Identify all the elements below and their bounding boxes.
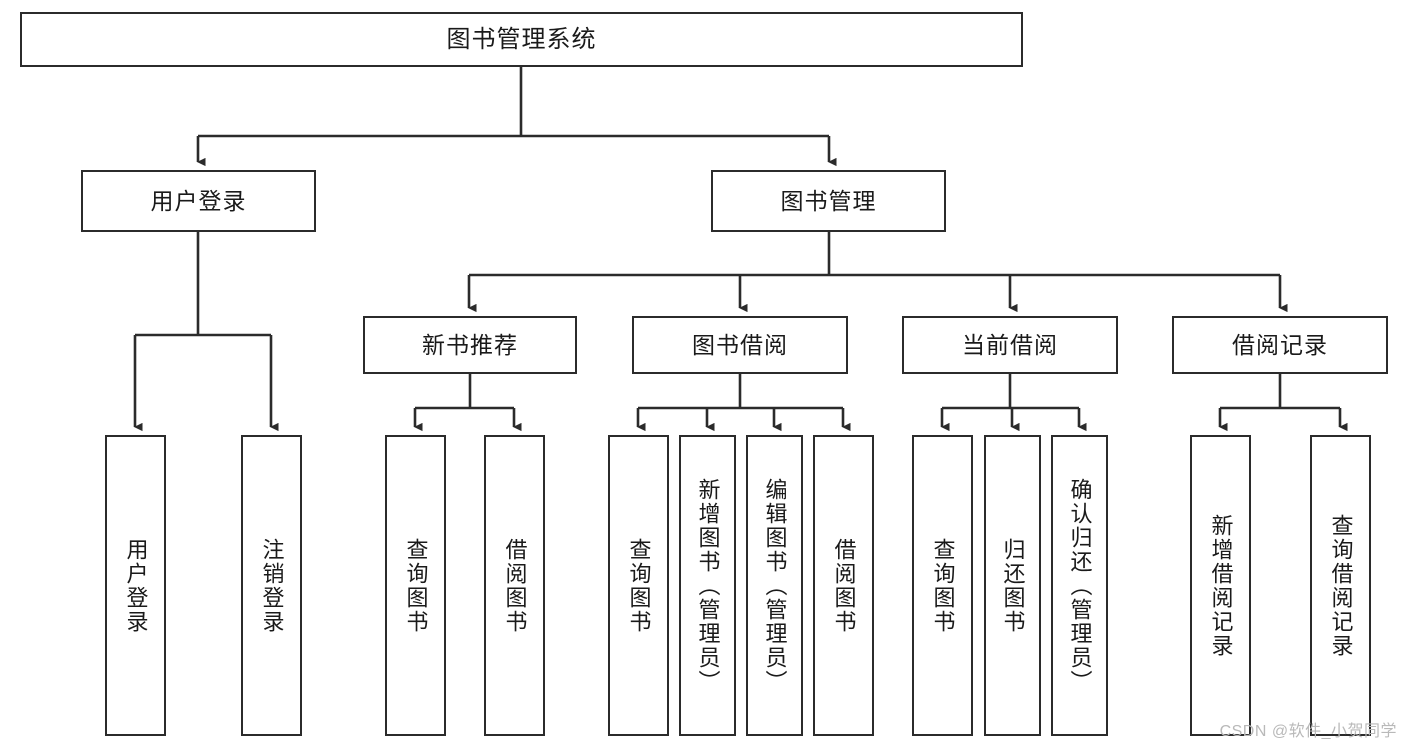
leaf-record-query-record-label: 查询借阅记录: [1328, 513, 1354, 658]
leaf-record-add-record-label: 新增借阅记录: [1208, 513, 1234, 658]
leaf-current-return-book[interactable]: 归还图书: [984, 435, 1041, 736]
leaf-newbook-borrow-book[interactable]: 借阅图书: [484, 435, 545, 736]
leaf-user-login[interactable]: 用户登录: [105, 435, 166, 736]
leaf-user-logout-label: 注销登录: [259, 537, 285, 634]
leaf-borrow-edit-book-admin[interactable]: 编辑图书（管理员）: [746, 435, 803, 736]
leaf-record-query-record[interactable]: 查询借阅记录: [1310, 435, 1371, 736]
leaf-current-query-book[interactable]: 查询图书: [912, 435, 973, 736]
leaf-user-logout[interactable]: 注销登录: [241, 435, 302, 736]
node-user-login[interactable]: 用户登录: [81, 170, 316, 232]
node-book-management-label: 图书管理: [780, 187, 877, 214]
leaf-newbook-query-book[interactable]: 查询图书: [385, 435, 446, 736]
leaf-current-confirm-return-admin[interactable]: 确认归还（管理员）: [1051, 435, 1108, 736]
node-user-login-label: 用户登录: [150, 187, 247, 214]
node-borrow-record[interactable]: 借阅记录: [1172, 316, 1388, 374]
leaf-newbook-query-book-label: 查询图书: [403, 537, 429, 634]
watermark: CSDN @软件_小贺同学: [1219, 723, 1397, 740]
leaf-borrow-add-book-admin[interactable]: 新增图书（管理员）: [679, 435, 736, 736]
leaf-user-login-label: 用户登录: [123, 537, 149, 634]
leaf-current-return-book-label: 归还图书: [1000, 537, 1026, 634]
leaf-borrow-query-book[interactable]: 查询图书: [608, 435, 669, 736]
leaf-borrow-lend-book[interactable]: 借阅图书: [813, 435, 874, 736]
leaf-borrow-query-book-label: 查询图书: [626, 537, 652, 634]
leaf-record-add-record[interactable]: 新增借阅记录: [1190, 435, 1251, 736]
node-book-borrow[interactable]: 图书借阅: [632, 316, 848, 374]
node-book-borrow-label: 图书借阅: [692, 331, 788, 358]
node-current-borrow-label: 当前借阅: [962, 331, 1058, 358]
node-current-borrow[interactable]: 当前借阅: [902, 316, 1118, 374]
node-root-label: 图书管理系统: [446, 25, 597, 53]
leaf-borrow-edit-book-admin-label: 编辑图书（管理员）: [762, 477, 788, 694]
leaf-current-query-book-label: 查询图书: [930, 537, 956, 634]
leaf-newbook-borrow-book-label: 借阅图书: [502, 537, 528, 634]
node-book-management[interactable]: 图书管理: [711, 170, 946, 232]
node-new-book-recommend-label: 新书推荐: [422, 331, 518, 358]
node-new-book-recommend[interactable]: 新书推荐: [363, 316, 577, 374]
node-root[interactable]: 图书管理系统: [20, 12, 1023, 67]
node-borrow-record-label: 借阅记录: [1232, 331, 1328, 358]
leaf-borrow-add-book-admin-label: 新增图书（管理员）: [695, 477, 721, 694]
leaf-current-confirm-return-admin-label: 确认归还（管理员）: [1067, 477, 1093, 694]
leaf-borrow-lend-book-label: 借阅图书: [831, 537, 857, 634]
